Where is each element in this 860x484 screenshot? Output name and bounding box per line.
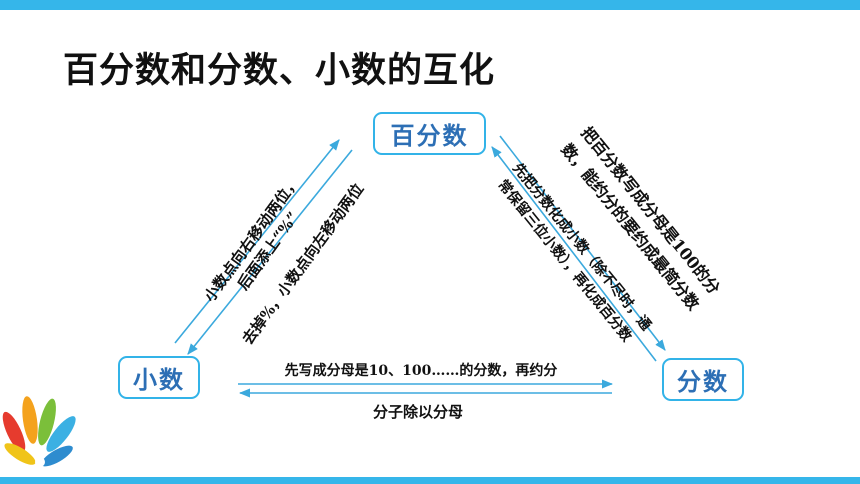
arrow-percent-to-fraction [499,135,666,351]
leaf-logo-icon [2,396,76,467]
arrow-percent-to-decimal [187,149,353,355]
label-fraction-to-decimal: 分子除以分母 [372,403,463,421]
node-fraction: 分数 [662,358,744,401]
node-percent: 百分数 [373,112,486,155]
top-accent-bar [0,0,860,10]
label-decimal-to-fraction: 先写成分母是10、100……的分数，再约分 [284,363,558,379]
bottom-accent-bar [0,477,860,484]
arrow-fraction-to-percent [491,146,657,362]
page-title: 百分数和分数、小数的互化 [63,51,496,91]
node-decimal: 小数 [118,356,200,399]
arrow-decimal-to-percent [174,139,340,344]
